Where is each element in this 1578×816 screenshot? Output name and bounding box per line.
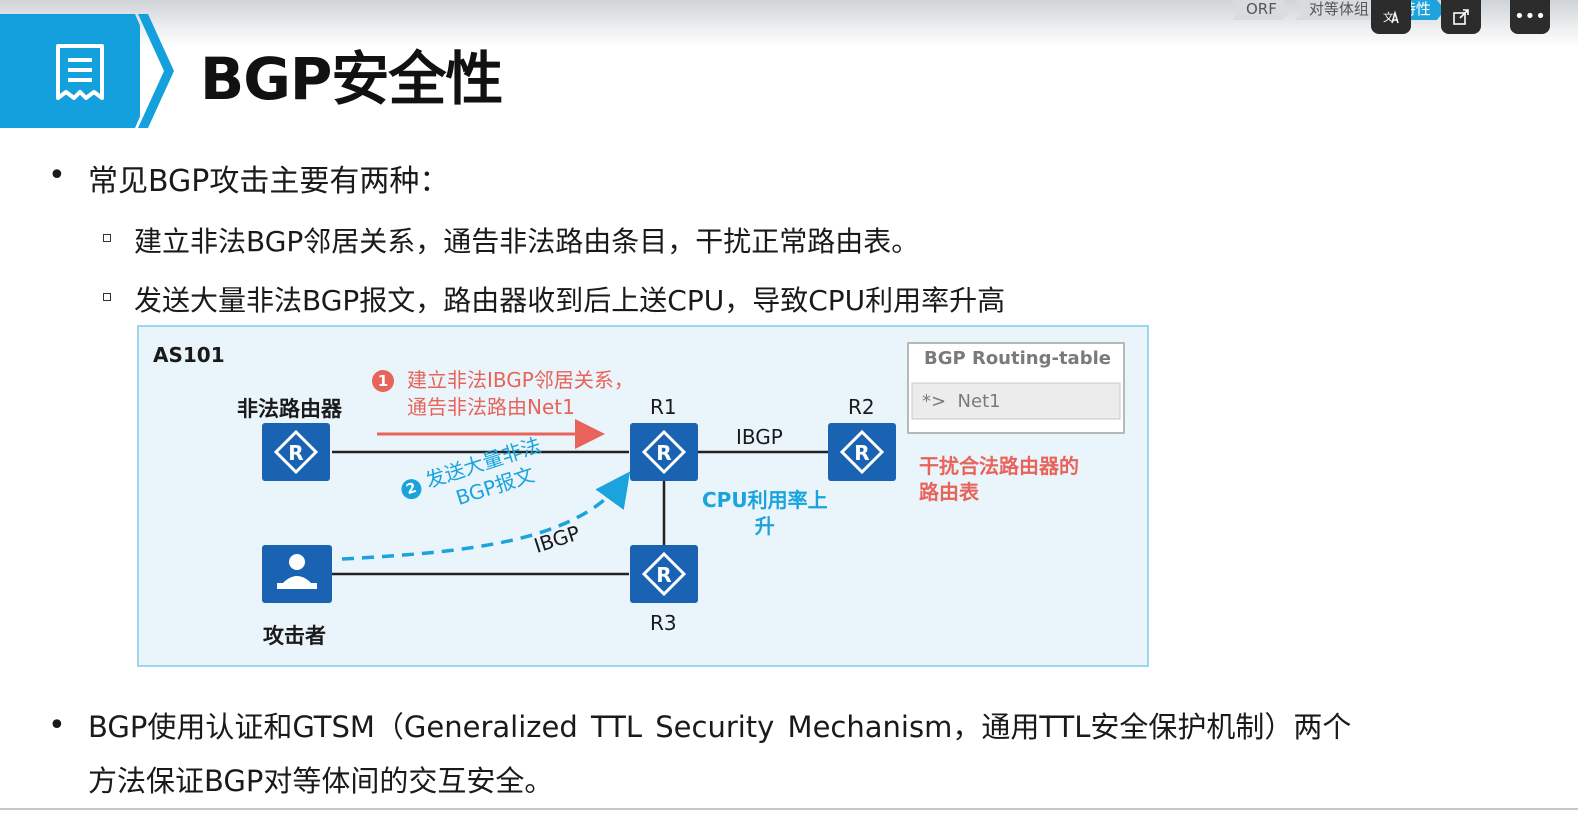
open-external-button[interactable] — [1441, 0, 1481, 34]
router-r2-icon — [826, 421, 898, 483]
translate-icon: 文 — [1383, 10, 1399, 24]
more-options-button[interactable]: ••• — [1510, 0, 1550, 34]
routing-table-title: BGP Routing-table — [924, 348, 1111, 369]
routing-table — [907, 342, 1125, 434]
bullet-dot: • — [48, 158, 66, 193]
illegal-router-label: 非法路由器 — [237, 397, 342, 421]
section-nav: ORF 对等体组 特性 — [1232, 0, 1449, 20]
sub-bullet-marker — [103, 293, 111, 301]
translate-button[interactable]: 文 — [1371, 0, 1411, 34]
interfere-line2: 路由表 — [919, 480, 979, 504]
router-r1-label: R1 — [650, 395, 677, 419]
step2-arrow — [341, 471, 631, 561]
cpu-line2: 升 — [754, 514, 775, 538]
bullet-attacks-intro: 常见BGP攻击主要有两种： — [88, 164, 450, 199]
step1-line2: 通告非法路由Net1 — [407, 395, 575, 419]
sub-bullet-illegal-neighbor: 建立非法BGP邻居关系，通告非法路由条目，干扰正常路由表。 — [134, 225, 920, 258]
sub-bullet-marker — [103, 234, 111, 242]
attack-diagram: R AS101 非法路由器 攻击者 R1 R2 — [137, 325, 1149, 667]
document-icon — [56, 44, 104, 100]
interfere-line1: 干扰合法路由器的 — [919, 454, 1079, 478]
routing-table-entry: *> Net1 — [922, 391, 1001, 412]
sub-bullet-flood-packets: 发送大量非法BGP报文，路由器收到后上送CPU，导致CPU利用率升高 — [134, 284, 1006, 317]
bottom-divider — [0, 808, 1578, 810]
attacker-icon — [262, 545, 332, 603]
router-r1-icon — [628, 421, 700, 483]
interfere-text: 干扰合法路由器的 路由表 — [919, 453, 1079, 505]
cpu-line1: CPU利用率上 — [702, 488, 828, 512]
diagram-canvas: R — [260, 342, 1125, 605]
nav-tab-orf[interactable]: ORF — [1232, 0, 1291, 20]
bullet-security-methods-line2: 方法保证BGP对等体间的交互安全。 — [88, 764, 554, 798]
router-r3-icon — [628, 543, 700, 605]
cpu-usage-text: CPU利用率上 升 — [702, 487, 828, 539]
step1-badge: 1 — [372, 370, 394, 392]
page-title: BGP安全性 — [200, 45, 503, 113]
router-r2-label: R2 — [848, 395, 875, 419]
illegal-router-icon — [260, 421, 332, 483]
bullet-dot: • — [48, 708, 66, 743]
more-icon: ••• — [1514, 6, 1546, 27]
step1-text: 建立非法IBGP邻居关系， 通告非法路由Net1 — [407, 367, 634, 421]
external-open-icon — [1453, 9, 1469, 25]
bullet-security-methods-line1: BGP使用认证和GTSM（Generalized TTL Security Me… — [88, 710, 1352, 744]
nav-tab-peer-group[interactable]: 对等体组 — [1295, 0, 1383, 20]
ibgp-label-top: IBGP — [736, 425, 783, 449]
step1-line1: 建立非法IBGP邻居关系， — [407, 368, 634, 392]
attacker-label: 攻击者 — [263, 624, 326, 648]
svg-text:文: 文 — [1383, 10, 1394, 24]
router-r3-label: R3 — [650, 611, 677, 635]
as-label: AS101 — [153, 343, 225, 367]
